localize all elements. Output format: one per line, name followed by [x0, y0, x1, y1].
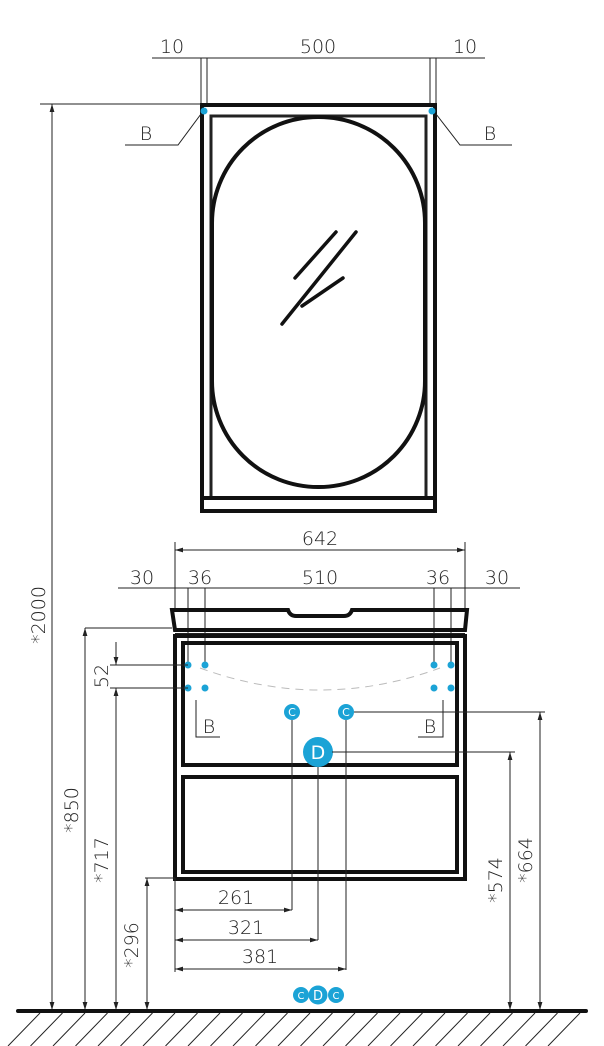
- floor-hatch-line: [412, 1012, 446, 1046]
- floor-hatch-line: [457, 1012, 491, 1046]
- offset-321-label: 321: [228, 917, 264, 939]
- mirror-section-left-label: B: [140, 123, 152, 145]
- cabinet-width-label: 642: [302, 528, 338, 550]
- basin-hidden-line: [199, 667, 441, 691]
- svg-text:C: C: [342, 706, 350, 719]
- connection-c-right-icon: [338, 704, 354, 720]
- section-point-right: [428, 107, 436, 115]
- floor-hatch-line: [480, 1012, 513, 1046]
- svg-text:C: C: [298, 991, 305, 1002]
- bottom-drawer[interactable]: [181, 775, 459, 874]
- mirror-frame: [200, 103, 437, 513]
- mirror-inner-frame: [209, 114, 428, 500]
- offset-261-label: 261: [218, 887, 254, 909]
- floor-hatch-line: [300, 1012, 333, 1046]
- floor-hatch-line: [322, 1012, 356, 1046]
- floor-hatch-line: [7, 1012, 41, 1046]
- vanity-cabinet: 642 30 36 510 36 30 B B C C: [118, 528, 520, 881]
- floor-hatch-line: [210, 1012, 243, 1046]
- height-664-label: *664: [515, 837, 537, 883]
- floor-hatch-line: [367, 1012, 401, 1046]
- side-right-label: 30: [485, 567, 509, 589]
- mirror-section-right-label: B: [484, 123, 496, 145]
- connection-c-left-icon: [284, 704, 300, 720]
- cabinet-section-right-label: B: [424, 716, 436, 738]
- floor-hatch-line: [435, 1012, 468, 1046]
- floor-hatch-line: [502, 1012, 536, 1046]
- connection-legend: C D C: [293, 985, 344, 1005]
- floor-hatch-line: [75, 1012, 108, 1046]
- floor-hatch-line: [255, 1012, 288, 1046]
- mirror-width-label: 500: [300, 36, 336, 58]
- floor-hatch-line: [30, 1012, 63, 1046]
- countertop-sink: [169, 608, 470, 632]
- floor-hatch-line: [120, 1012, 153, 1046]
- cabinet-body: [173, 634, 467, 881]
- svg-text:C: C: [288, 706, 296, 719]
- mirror-right-gap-label: 10: [453, 36, 477, 58]
- drain-d-icon: [303, 737, 333, 767]
- mirror: 10 500 10 B B: [125, 36, 512, 513]
- spacing-52-label: 52: [91, 664, 113, 688]
- floor-hatch-line: [390, 1012, 423, 1046]
- floor-hatch-line: [142, 1012, 176, 1046]
- cabinet-section-left-label: B: [203, 716, 215, 738]
- mirror-left-gap-label: 10: [160, 36, 184, 58]
- inset-right-label: 36: [426, 567, 450, 589]
- floor-hatch-line: [97, 1012, 131, 1046]
- floor: [7, 1009, 588, 1046]
- floor-hatch-line: [187, 1012, 221, 1046]
- section-point-left: [200, 107, 208, 115]
- height-850-label: *850: [61, 787, 83, 833]
- height-717-label: *717: [91, 837, 113, 883]
- side-left-label: 30: [130, 567, 154, 589]
- floor-hatch-line: [345, 1012, 378, 1046]
- floor-hatch-line: [165, 1012, 198, 1046]
- floor-hatch-line: [232, 1012, 266, 1046]
- floor-hatch-line: [277, 1012, 311, 1046]
- floor-hatch-line: [525, 1012, 558, 1046]
- svg-text:C: C: [333, 991, 340, 1002]
- inset-left-label: 36: [188, 567, 212, 589]
- offset-381-label: 381: [242, 946, 278, 968]
- floor-hatch-line: [52, 1012, 86, 1046]
- inner-width-label: 510: [302, 567, 338, 589]
- total-height-label: *2000: [28, 586, 50, 644]
- svg-text:D: D: [311, 742, 326, 764]
- oval-mirror: [210, 115, 427, 489]
- height-574-label: *574: [485, 857, 507, 903]
- mounting-points: [184, 661, 455, 692]
- height-296-label: *296: [121, 922, 143, 968]
- floor-hatch-line: [547, 1012, 581, 1046]
- mirror-reflection-icon: [280, 230, 358, 326]
- svg-text:D: D: [313, 989, 323, 1004]
